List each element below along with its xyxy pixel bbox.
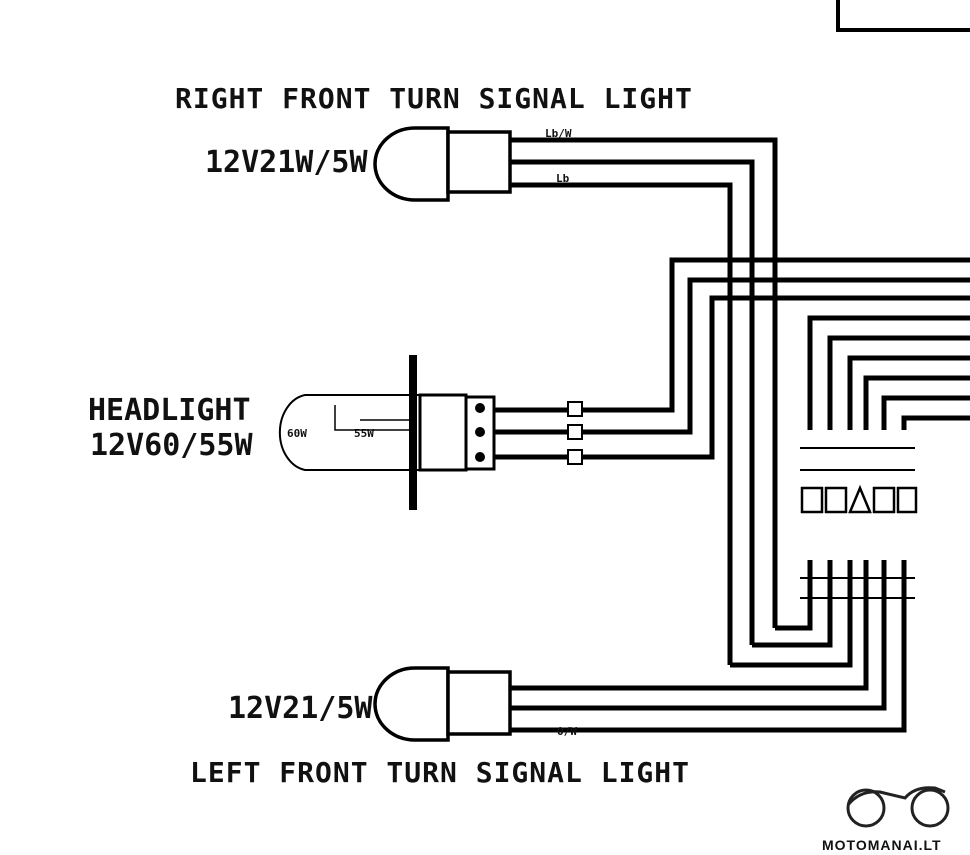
headlight-socket	[418, 393, 468, 472]
left-signal-wire-3	[510, 560, 907, 733]
connector-wire-c	[730, 560, 853, 668]
right-signal-wire-3	[510, 182, 733, 665]
main-connector	[800, 447, 918, 599]
headlight-pin-1	[475, 403, 485, 413]
right-signal-rating: 12V21W/5W	[205, 145, 368, 180]
right-signal-wire-2	[510, 159, 755, 645]
right-signal-connector	[446, 130, 512, 194]
right-signal-bulb	[373, 126, 450, 202]
harness-wire-6	[847, 355, 970, 430]
watermark-text: MOTOMANAI.LT	[822, 837, 942, 853]
left-wire-label-bottom: O/W	[557, 725, 577, 738]
headlight-mount-bar	[409, 355, 417, 510]
harness-wire-9	[901, 415, 970, 430]
left-signal-title: LEFT FRONT TURN SIGNAL LIGHT	[190, 756, 690, 789]
left-signal-connector	[446, 670, 512, 736]
headlight-bulb	[278, 394, 440, 471]
connector-wire-b	[752, 560, 833, 648]
left-signal-wire-2	[510, 560, 887, 711]
right-wire-label-bottom: Lb	[556, 172, 570, 185]
connector-wire-a	[775, 560, 813, 631]
right-signal-wire-1	[510, 137, 778, 628]
harness-wire-5	[827, 335, 970, 430]
right-signal-title: RIGHT FRONT TURN SIGNAL LIGHT	[175, 82, 693, 115]
harness-wire-4	[807, 315, 970, 430]
left-signal-bulb	[373, 666, 450, 742]
harness-wire-7	[863, 375, 970, 430]
headlight-wire-tag-3	[567, 449, 583, 465]
headlight-pin-2	[475, 427, 485, 437]
headlight-pin-3	[475, 452, 485, 462]
headlight-wire-tag-1	[567, 401, 583, 417]
right-wire-label-top: Lb/W	[545, 127, 572, 140]
left-signal-wire-1	[510, 560, 869, 691]
headlight-title: HEADLIGHT	[88, 393, 251, 428]
headlight-rating: 12V60/55W	[90, 428, 253, 463]
harness-wire-8	[881, 395, 970, 430]
control-unit-box	[836, 0, 970, 32]
motorcycle-logo-icon	[846, 786, 950, 828]
headlight-hi-label: 60W	[287, 427, 307, 440]
headlight-filament	[334, 405, 410, 431]
left-signal-rating: 12V21/5W	[228, 691, 373, 726]
headlight-lo-label: 55W	[354, 427, 374, 440]
headlight-wire-tag-2	[567, 424, 583, 440]
headlight-wire-3	[494, 295, 970, 460]
headlight-wire-2	[494, 277, 970, 435]
